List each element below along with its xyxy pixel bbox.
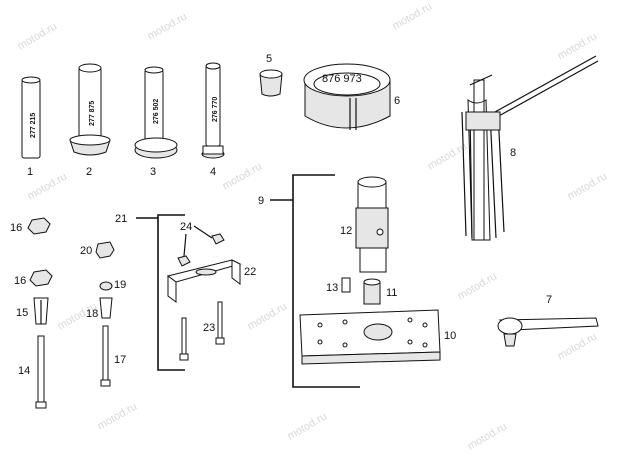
group-bracket-21 [157,214,185,371]
part-16-nut-lower [29,269,53,287]
callout-15: 15 [16,307,28,319]
part-7-wrench [497,317,599,347]
watermark: motod.ru [16,20,60,52]
watermark: motod.ru [391,0,435,32]
part-marking: 277 215 [30,113,37,138]
watermark: motod.ru [286,410,330,442]
part-22-support-bracket [166,259,242,303]
part-8-puller [461,55,599,241]
part-marking: 277 875 [89,101,96,126]
callout-17: 17 [114,354,126,366]
callout-16-upper: 16 [10,222,22,234]
callout-1: 1 [27,166,33,178]
part-11-sleeve [363,278,381,305]
callout-19: 19 [114,279,126,291]
callout-12: 12 [340,225,352,237]
part-marking: 276 502 [153,99,160,124]
callout-14: 14 [18,365,30,377]
callout-20: 20 [80,245,92,257]
watermark: motod.ru [246,300,290,332]
part-marking: 276 770 [212,97,219,122]
callout-2: 2 [86,166,92,178]
part-18-collet [99,297,113,319]
part-20-nut [95,241,115,259]
watermark: motod.ru [456,270,500,302]
watermark: motod.ru [466,420,510,452]
watermark: motod.ru [556,330,600,362]
part-2-installer: 277 875 [69,63,111,156]
watermark: motod.ru [96,400,140,432]
callout-7: 7 [546,294,552,306]
part-15-collet [33,297,49,325]
callout-16-lower: 16 [14,275,26,287]
part-marking: 876 973 [322,73,362,85]
part-19-washer [99,281,113,291]
callout-13: 13 [326,282,338,294]
watermark: motod.ru [146,10,190,42]
part-3-installer: 276 502 [134,66,178,159]
callout-23: 23 [203,322,215,334]
leader-line [193,225,213,239]
callout-8: 8 [510,147,516,159]
callout-24: 24 [180,221,192,233]
callout-4: 4 [210,166,216,178]
callout-10: 10 [444,330,456,342]
part-14-threaded-rod [35,335,47,409]
group-bracket-9 [292,174,360,388]
part-1-drift-pin: 277 215 [21,76,41,159]
part-6-split-ring: 876 973 [303,63,391,130]
part-13-bolt [341,277,351,293]
callout-9: 9 [258,195,264,207]
leader-line [183,233,187,257]
callout-6: 6 [394,95,400,107]
part-10-base-plate [299,309,441,365]
part-12-threaded-body [355,176,389,273]
part-4-installer: 276 770 [201,62,225,159]
callout-5: 5 [266,53,272,65]
part-5-bushing [259,69,283,97]
part-24-nuts [177,233,225,267]
watermark: motod.ru [221,160,265,192]
part-17-threaded-rod [100,325,111,387]
part-16-nut-upper [27,217,51,235]
callout-21: 21 [115,213,127,225]
callout-3: 3 [150,166,156,178]
callout-11: 11 [386,287,397,299]
watermark: motod.ru [566,170,610,202]
callout-labels: 1 2 3 4 5 6 7 8 9 10 11 12 13 14 15 16 1… [10,53,552,377]
callout-22: 22 [244,266,256,278]
callout-18: 18 [86,308,98,320]
part-23-bolts [179,301,225,361]
